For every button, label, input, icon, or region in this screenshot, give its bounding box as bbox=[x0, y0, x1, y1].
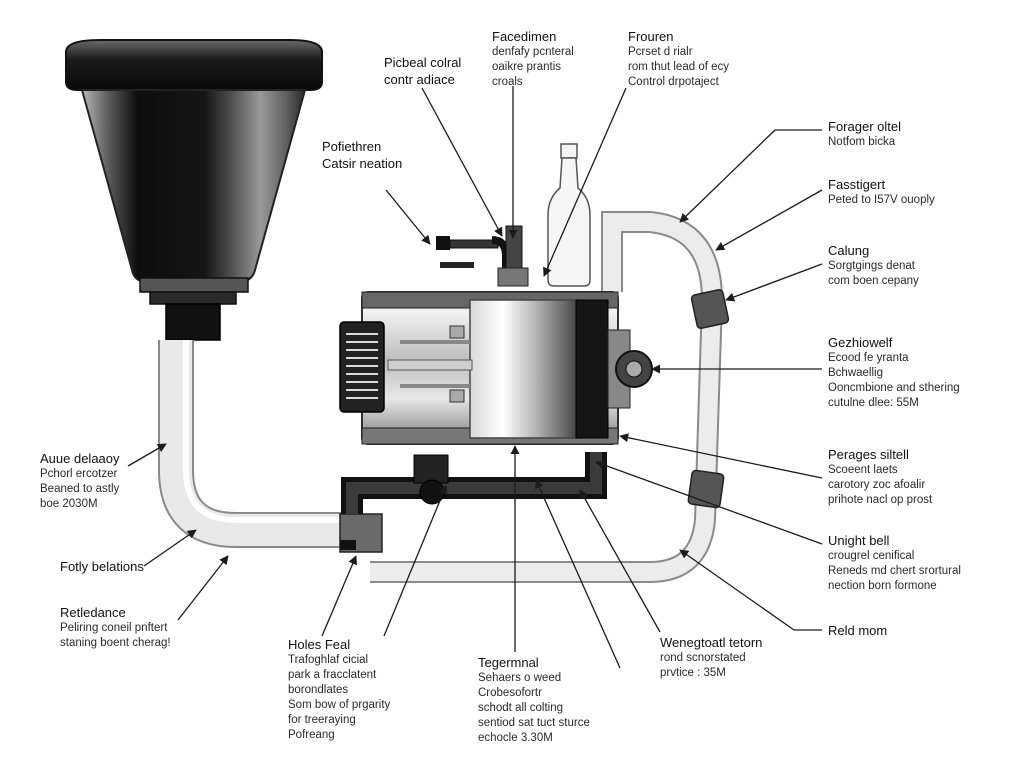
label-line: prvtice : 35M bbox=[660, 667, 726, 679]
reservoir-bottle bbox=[547, 143, 591, 287]
label-line: Scoeent laets bbox=[828, 464, 898, 476]
hopper-ring bbox=[149, 291, 237, 305]
hopper-lid bbox=[65, 39, 323, 91]
label-perages-siltell: Perages siltell Scoeent laets carotory z… bbox=[828, 446, 932, 508]
label-title: Retledance bbox=[60, 605, 126, 620]
motor bbox=[339, 291, 653, 445]
hopper bbox=[65, 39, 323, 341]
label-line: nection born formone bbox=[828, 580, 937, 592]
label-retledance: Retledance Peliring coneil pnftert stani… bbox=[60, 604, 171, 651]
label-line: boe 2030M bbox=[40, 498, 98, 510]
motor-endcap bbox=[575, 299, 609, 439]
manifold-pipe bbox=[341, 452, 607, 514]
label-calung: Calung Sorgtgings denat com boen cepany bbox=[828, 242, 919, 289]
label-title: Fasstigert bbox=[828, 177, 886, 192]
label-title: Frouren bbox=[628, 29, 674, 44]
label-line: Sorgtgings denat bbox=[828, 260, 915, 272]
label-tegermnal: Tegermnal Sehaers o weed Crobesofortr sc… bbox=[478, 654, 590, 746]
label-line: echocle 3.30M bbox=[478, 732, 553, 744]
hopper-outlet bbox=[165, 303, 221, 341]
label-line: Ooncmbione and sthering bbox=[828, 382, 960, 394]
label-title: Gezhiowelf bbox=[828, 335, 893, 350]
pipe-coupler-nub bbox=[340, 540, 356, 550]
label-fasstigert: Fasstigert Peted to I57V ouoply bbox=[828, 176, 935, 208]
label-fotly-belations: Fotly belations bbox=[60, 558, 144, 575]
label-line: Pchorl ercotzer bbox=[40, 468, 118, 480]
label-line: Sehaers o weed bbox=[478, 672, 562, 684]
label-line: Beaned to astly bbox=[40, 483, 120, 495]
motor-drum bbox=[469, 299, 581, 439]
label-line: Crobesofortr bbox=[478, 687, 542, 699]
label-title: Holes Feal bbox=[288, 637, 351, 652]
label-line: park a fracclatent bbox=[288, 669, 377, 681]
hopper-collar bbox=[139, 277, 249, 293]
label-line: com boen cepany bbox=[828, 275, 919, 287]
label-line: Pofreang bbox=[288, 729, 335, 741]
label-title: Reld mom bbox=[828, 623, 888, 638]
label-line: cutulne dlee: 55M bbox=[828, 397, 919, 409]
label-pofiethren: Pofiethren Catsir neation bbox=[322, 138, 402, 172]
label-wenegtoatl-tetorn: Wenegtoatl tetorn rond scnorstated prvti… bbox=[660, 634, 762, 681]
label-line: prihote nacl op prost bbox=[828, 494, 933, 506]
label-line: Catsir neation bbox=[322, 156, 403, 171]
label-facedimen: Facedimen denfafy pcnteral oaikre pranti… bbox=[492, 28, 574, 90]
label-line: Trafoghlaf cicial bbox=[288, 654, 369, 666]
label-title: Calung bbox=[828, 243, 870, 258]
label-reld-mom: Reld mom bbox=[828, 622, 887, 639]
label-title: Wenegtoatl tetorn bbox=[660, 635, 763, 650]
label-picbeal-colral: Picbeal colral contr adiace bbox=[384, 54, 461, 88]
label-holes-feal: Holes Feal Trafoghlaf cicial park a frac… bbox=[288, 636, 390, 743]
label-title: Picbeal colral bbox=[384, 55, 462, 70]
label-line: for treeraying bbox=[288, 714, 356, 726]
label-line: Pcrset d rialr bbox=[628, 46, 693, 58]
label-line: Bchwaellig bbox=[828, 367, 883, 379]
label-line: sentiod sat tuct sturce bbox=[478, 717, 590, 729]
label-unight-bell: Unight bell crougrel cenifical Reneds md… bbox=[828, 532, 961, 594]
label-line: Ecood fe yranta bbox=[828, 352, 909, 364]
label-line: rond scnorstated bbox=[660, 652, 746, 664]
label-title: Unight bell bbox=[828, 533, 890, 548]
label-line: Control drpotaject bbox=[628, 76, 719, 88]
label-title: Forager oltel bbox=[828, 119, 901, 134]
label-title: Tegermnal bbox=[478, 655, 539, 670]
label-line: croals bbox=[492, 76, 523, 88]
hopper-body bbox=[80, 89, 307, 283]
label-line: denfafy pcnteral bbox=[492, 46, 574, 58]
label-title: Fotly belations bbox=[60, 559, 144, 574]
label-line: Som bow of prgarity bbox=[288, 699, 391, 711]
label-title: Perages siltell bbox=[828, 447, 909, 462]
label-forager-oltel: Forager oltel Notfom bicka bbox=[828, 118, 901, 150]
label-title: Facedimen bbox=[492, 29, 557, 44]
label-line: borondlates bbox=[288, 684, 349, 696]
label-auue-delaaoy: Auue delaaoy Pchorl ercotzer Beaned to a… bbox=[40, 450, 120, 512]
label-line: carotory zoc afoalir bbox=[828, 479, 926, 491]
label-title: Auue delaaoy bbox=[40, 451, 120, 466]
leader-lines bbox=[127, 86, 823, 669]
label-line: crougrel cenifical bbox=[828, 550, 915, 562]
loop-clamp-upper bbox=[690, 289, 730, 329]
label-gezhiowelf: Gezhiowelf Ecood fe yranta Bchwaellig Oo… bbox=[828, 334, 960, 411]
top-fittings bbox=[436, 225, 529, 287]
label-line: oaikre prantis bbox=[492, 61, 562, 73]
label-line: schodt all colting bbox=[478, 702, 564, 714]
label-title: Pofiethren bbox=[322, 139, 382, 154]
label-line: rom thut lead of ecy bbox=[628, 61, 729, 73]
label-line: Reneds md chert srortural bbox=[828, 565, 961, 577]
label-line: Peliring coneil pnftert bbox=[60, 622, 168, 634]
label-line: Peted to I57V ouoply bbox=[828, 194, 935, 206]
label-line: Notfom bicka bbox=[828, 136, 896, 148]
manifold-valve bbox=[413, 454, 449, 484]
label-line: contr adiace bbox=[384, 72, 455, 87]
label-line: staning boent cherag! bbox=[60, 637, 171, 649]
label-frouren: Frouren Pcrset d rialr rom thut lead of … bbox=[628, 28, 729, 90]
outlet-pipe bbox=[158, 340, 383, 553]
